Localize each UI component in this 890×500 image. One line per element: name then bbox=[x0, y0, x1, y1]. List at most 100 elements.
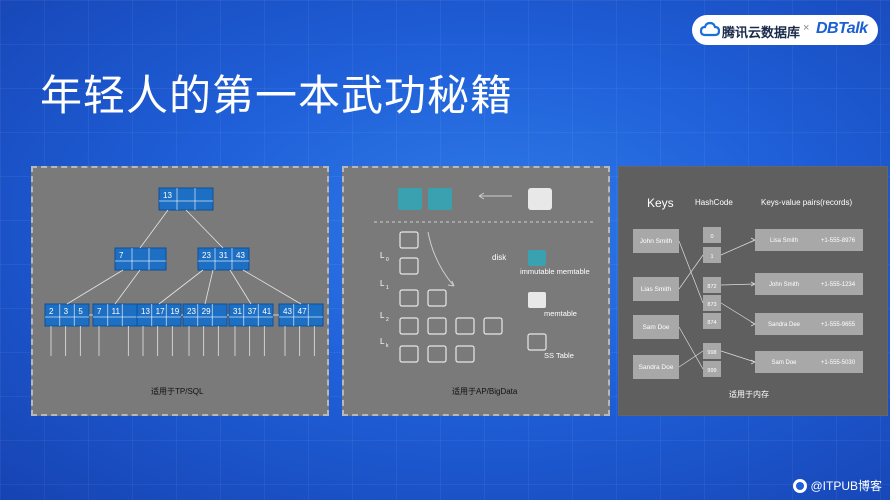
btree-edge bbox=[139, 209, 169, 249]
btree-leaf-node-key: 43 bbox=[283, 307, 292, 316]
pairs-header: Keys-value pairs(records) bbox=[761, 198, 852, 207]
record-phone: +1-555-8976 bbox=[821, 238, 856, 244]
hash-caption: 适用于内存 bbox=[729, 390, 769, 399]
lsm-level-label: L bbox=[380, 251, 385, 260]
legend-sstable: SS Table bbox=[544, 351, 574, 360]
btree-leaf-node-key: 19 bbox=[170, 307, 179, 316]
btree-edge bbox=[185, 209, 224, 249]
sstable-box bbox=[399, 231, 419, 249]
hash-bucket-label: 0 bbox=[710, 234, 713, 240]
watermark-icon bbox=[793, 478, 808, 493]
record-phone-cell bbox=[813, 351, 863, 373]
brand-name-en: DBTalk bbox=[816, 20, 868, 37]
btree-internal-node-key: 43 bbox=[236, 251, 245, 260]
cloud-icon bbox=[700, 21, 720, 37]
hash-bucket-label: 873 bbox=[707, 302, 716, 308]
hash-bucket-label: 872 bbox=[707, 284, 716, 290]
hash-mapping-line bbox=[720, 302, 756, 325]
btree-internal-node-key: 31 bbox=[219, 251, 228, 260]
brand-separator: × bbox=[803, 22, 810, 34]
record-name: John Smith bbox=[769, 282, 799, 288]
sstable-box bbox=[399, 289, 419, 307]
hash-arrow-head bbox=[750, 237, 756, 243]
hash-mapping-line bbox=[678, 326, 704, 370]
hash-bucket-cell bbox=[703, 361, 721, 377]
btree-internal-node-key: 23 bbox=[202, 251, 211, 260]
hash-mapping-line bbox=[678, 350, 704, 368]
hash-bucket-cell bbox=[703, 227, 721, 243]
compaction-arrow-head bbox=[447, 280, 455, 287]
btree-leaf-node-key: 41 bbox=[262, 307, 271, 316]
legend-memtable-swatch bbox=[528, 292, 546, 308]
watermark-text: @ITPUB博客 bbox=[810, 479, 882, 493]
btree-leaf-node-key: 29 bbox=[202, 307, 211, 316]
btree-leaf-node-key: 31 bbox=[233, 307, 242, 316]
hash-key-cell bbox=[633, 315, 679, 339]
sstable-box bbox=[483, 317, 503, 335]
hash-key-label: Sandra Doe bbox=[639, 364, 674, 371]
hash-mapping-line bbox=[720, 283, 756, 286]
btree-internal-node bbox=[197, 247, 250, 271]
record-name: Lisa Smith bbox=[770, 238, 798, 244]
record-phone: +1-555-9655 bbox=[821, 322, 856, 328]
btree-leaf-node-key: 5 bbox=[78, 307, 83, 316]
hash-bucket-label: 999 bbox=[707, 368, 716, 374]
btree-leaf-node-key: 2 bbox=[49, 307, 54, 316]
immutable-memtable-box bbox=[398, 188, 422, 210]
record-phone-cell bbox=[813, 313, 863, 335]
record-phone: +1-555-5030 bbox=[821, 360, 856, 366]
hash-arrow-head bbox=[750, 359, 756, 365]
btree-edge bbox=[229, 269, 252, 305]
record-phone-cell bbox=[813, 229, 863, 251]
sstable-box bbox=[399, 345, 419, 363]
hash-key-cell bbox=[633, 355, 679, 379]
record-phone-cell bbox=[813, 273, 863, 295]
immutable-memtable-box bbox=[428, 188, 452, 210]
hash-bucket-label: 874 bbox=[707, 320, 716, 326]
btree-leaf-node-key: 11 bbox=[112, 307, 121, 316]
sstable-box bbox=[399, 257, 419, 275]
page-title: 年轻人的第一本武功秘籍 bbox=[40, 71, 514, 120]
sstable-box bbox=[427, 345, 447, 363]
flush-arrow-head bbox=[478, 192, 485, 200]
sstable-box bbox=[399, 317, 419, 335]
hash-key-label: Sam Doe bbox=[642, 324, 669, 331]
memtable-box bbox=[528, 188, 552, 210]
legend-immutable: immutable memtable bbox=[520, 267, 590, 276]
hash-mapping-line bbox=[720, 239, 756, 256]
btree-leaf-node-key: 37 bbox=[248, 307, 257, 316]
brand-name-cn: 腾讯云数据库 bbox=[722, 25, 801, 40]
legend-memtable: memtable bbox=[544, 309, 577, 318]
sstable-box bbox=[455, 345, 475, 363]
sstable-box bbox=[427, 317, 447, 335]
btree-edge bbox=[66, 269, 124, 305]
watermark: @ITPUB博客 bbox=[793, 477, 882, 494]
record-name: Sam Doe bbox=[771, 360, 797, 366]
lsm-level-subscript: k bbox=[386, 343, 389, 349]
btree-leaf-node-key: 23 bbox=[187, 307, 196, 316]
brand-logo: 腾讯云数据库 × DBTalk bbox=[692, 15, 878, 45]
record-name-cell bbox=[755, 273, 813, 295]
hash-key-cell bbox=[633, 229, 679, 253]
btree-leaf-node-key: 7 bbox=[97, 307, 102, 316]
hash-bucket-cell bbox=[703, 343, 721, 359]
hash-bucket-cell bbox=[703, 277, 721, 293]
hash-bucket-label: 1 bbox=[710, 254, 713, 260]
legend-immutable-swatch bbox=[528, 250, 546, 266]
hash-arrow-head bbox=[750, 281, 756, 287]
lsm-level-label: L bbox=[380, 311, 385, 320]
record-name-cell bbox=[755, 313, 813, 335]
btree-edge bbox=[158, 269, 204, 305]
lsm-level-label: L bbox=[380, 337, 385, 346]
hash-key-cell bbox=[633, 277, 679, 301]
record-name-cell bbox=[755, 229, 813, 251]
legend-disk: disk bbox=[492, 253, 507, 262]
record-name: Sandra Dee bbox=[768, 322, 801, 328]
btree-edge bbox=[242, 269, 302, 305]
sstable-box bbox=[455, 317, 475, 335]
